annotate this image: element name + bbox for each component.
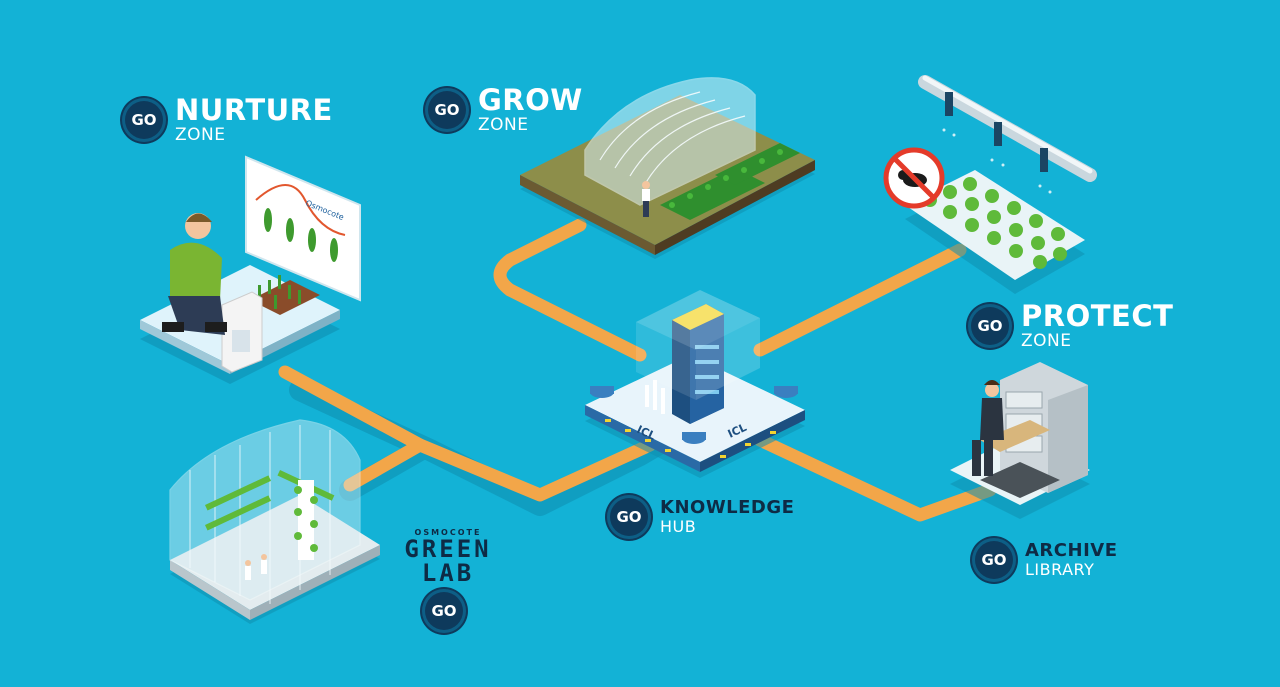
knowledge-hub-label: GO KNOWLEDGE HUB bbox=[610, 498, 794, 536]
path-network bbox=[278, 218, 997, 522]
green-lab-label: OSMOCOTE GREEN LAB bbox=[388, 528, 508, 585]
nurture-zone-subtitle: ZONE bbox=[175, 125, 226, 145]
protect-zone-subtitle: ZONE bbox=[1021, 331, 1072, 351]
grow-zone-illustration[interactable] bbox=[520, 77, 815, 259]
knowledge-hub-title: KNOWLEDGE bbox=[660, 497, 795, 518]
archive-library-subtitle: LIBRARY bbox=[1025, 560, 1095, 579]
protect-zone-label: GO PROTECT ZONE bbox=[971, 302, 1173, 350]
green-lab-title-line1: GREEN bbox=[404, 535, 492, 563]
archive-go-button[interactable]: GO bbox=[975, 541, 1013, 579]
grow-go-button[interactable]: GO bbox=[428, 91, 466, 129]
green-lab-illustration[interactable] bbox=[169, 419, 380, 624]
nurture-zone-title: NURTURE bbox=[175, 93, 333, 127]
knowledge-hub-illustration[interactable]: ICL ICL bbox=[585, 290, 805, 478]
green-lab-title-line2: LAB bbox=[421, 559, 475, 587]
knowledge-go-button[interactable]: GO bbox=[610, 498, 648, 536]
protect-zone-illustration[interactable] bbox=[883, 75, 1097, 294]
grow-zone-label: GO GROW ZONE bbox=[428, 86, 583, 134]
grow-zone-title: GROW bbox=[478, 83, 583, 117]
no-pest-icon bbox=[883, 147, 945, 209]
protect-go-button[interactable]: GO bbox=[971, 307, 1009, 345]
archive-library-label: GO ARCHIVE LIBRARY bbox=[975, 541, 1118, 579]
nurture-zone-illustration[interactable]: Osmocote bbox=[140, 155, 361, 384]
archive-library-title: ARCHIVE bbox=[1025, 540, 1118, 561]
knowledge-hub-subtitle: HUB bbox=[660, 517, 697, 536]
grow-zone-subtitle: ZONE bbox=[478, 115, 529, 135]
nurture-zone-label: GO NURTURE ZONE bbox=[125, 96, 333, 144]
green-lab-go-button[interactable]: GO bbox=[425, 592, 463, 630]
archive-library-illustration[interactable] bbox=[950, 362, 1090, 519]
nurture-go-button[interactable]: GO bbox=[125, 101, 163, 139]
protect-zone-title: PROTECT bbox=[1021, 299, 1174, 333]
green-lab-brand: OSMOCOTE bbox=[414, 528, 482, 537]
